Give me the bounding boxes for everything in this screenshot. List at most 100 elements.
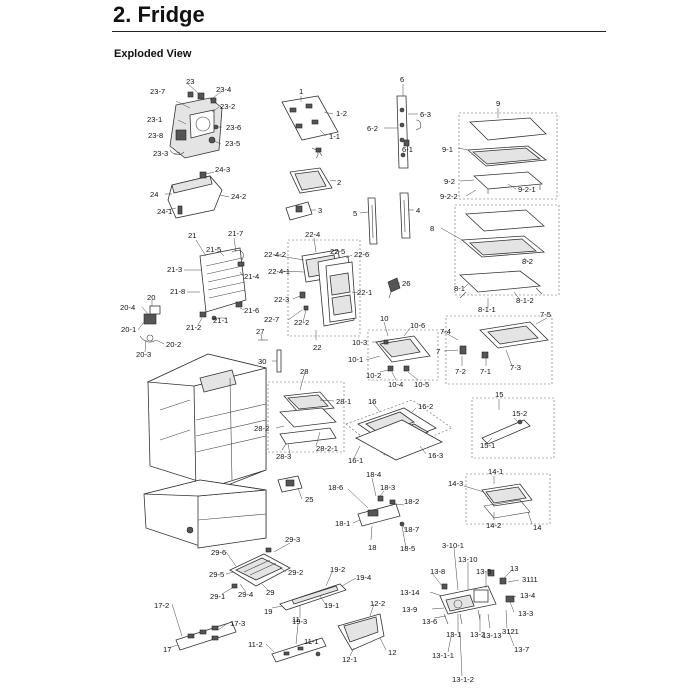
label-26: 26 [402, 279, 410, 288]
label-5: 5 [353, 209, 357, 218]
label-23-2: 23-2 [220, 102, 235, 111]
label-29-4: 29-4 [238, 590, 253, 599]
label-20: 20 [147, 293, 155, 302]
label-12: 12 [388, 648, 396, 657]
part-group-7 [445, 315, 553, 385]
label-4: 4 [416, 206, 420, 215]
label-22: 22 [313, 343, 321, 352]
label-27: 27 [256, 327, 264, 336]
label-23-1: 23-1 [147, 115, 162, 124]
leader-lines [137, 83, 548, 677]
part-group-8 [454, 204, 560, 299]
part-group-22 [287, 239, 361, 337]
title-rule [112, 31, 606, 32]
label-13-8: 13-8 [430, 567, 445, 576]
part-group-19 [279, 583, 347, 611]
part-group-29 [229, 547, 291, 589]
part-26 [387, 277, 401, 299]
part-group-17 [175, 621, 237, 651]
label-6-2: 6-2 [367, 124, 378, 133]
label-15-2: 15-2 [512, 409, 527, 418]
label-17: 17 [163, 645, 171, 654]
label-21-4: 21-4 [244, 272, 259, 281]
label-22-7: 22-7 [264, 315, 279, 324]
label-19-2: 19-2 [330, 565, 345, 574]
label-13-10: 13-10 [458, 555, 477, 564]
label-1-1: 1-1 [329, 132, 340, 141]
label-21-8: 21-8 [170, 287, 185, 296]
label-28-2: 28-2 [254, 424, 269, 433]
label-18-7: 18-7 [404, 525, 419, 534]
label-18-4: 18-4 [366, 470, 381, 479]
label-13-6: 13-6 [422, 617, 437, 626]
part-group-21 [199, 247, 247, 321]
label-18: 18 [368, 543, 376, 552]
fridge-cabinet [143, 353, 267, 549]
label-28-2-1: 28-2-1 [316, 444, 338, 453]
label-19-3: 19-3 [292, 617, 307, 626]
label-14: 14 [533, 523, 541, 532]
label-20-4: 20-4 [120, 303, 135, 312]
label-9-1: 9-1 [442, 145, 453, 154]
label-29-6: 29-6 [211, 548, 226, 557]
label-25: 25 [305, 495, 313, 504]
label-8-1: 8-1 [454, 284, 465, 293]
part-group-23 [169, 91, 223, 159]
label-22-3: 22-3 [274, 295, 289, 304]
part-group-20 [139, 305, 161, 343]
label-8: 8 [430, 224, 434, 233]
label-15-1: 15-1 [480, 441, 495, 450]
label-14-3: 14-3 [448, 479, 463, 488]
label-22-4-2: 22-4-2 [264, 250, 286, 259]
label-19-1: 19-1 [324, 601, 339, 610]
label-22-4: 22-4 [305, 230, 320, 239]
label-23-3: 23-3 [153, 149, 168, 158]
part-4 [399, 192, 411, 239]
label-14-1: 14-1 [488, 467, 503, 476]
label-22-6: 22-6 [354, 250, 369, 259]
label-13-3: 13-3 [518, 609, 533, 618]
label-23-5: 23-5 [225, 139, 240, 148]
label-24-2: 24-2 [231, 192, 246, 201]
label-24: 24 [150, 190, 158, 199]
label-9-2-1: 9-2-1 [518, 185, 536, 194]
label-8-1-2: 8-1-2 [516, 296, 534, 305]
label-24-1: 24-1 [157, 207, 172, 216]
label-23-8: 23-8 [148, 131, 163, 140]
label-8-1-1: 8-1-1 [478, 305, 496, 314]
label-10-1: 10-1 [348, 355, 363, 364]
label-23-6: 23-6 [226, 123, 241, 132]
label-24-3: 24-3 [215, 165, 230, 174]
label-8-2: 8-2 [522, 257, 533, 266]
label-16: 16 [368, 397, 376, 406]
part-group-13 [439, 569, 515, 625]
label-7-5: 7-5 [540, 310, 551, 319]
part-group-9 [458, 112, 558, 200]
part-group-28 [267, 381, 345, 453]
label-7-4: 7-4 [440, 327, 451, 336]
label-21-3: 21-3 [167, 265, 182, 274]
part-group-18 [357, 495, 405, 527]
label-11-2: 11-2 [248, 640, 263, 649]
label-7-3: 7-3 [510, 363, 521, 372]
label-7-1: 7-1 [480, 367, 491, 376]
label-29-5: 29-5 [209, 570, 224, 579]
label-21-2: 21-2 [186, 323, 201, 332]
label-22-5: 22-5 [330, 247, 345, 256]
label-22-1: 22-1 [357, 288, 372, 297]
label-3: 3 [318, 206, 322, 215]
label-21: 21 [188, 231, 196, 240]
label-6: 6 [400, 75, 404, 84]
label-3121: 3121 [502, 627, 519, 636]
part-30 [276, 349, 282, 373]
label-1: 1 [299, 87, 303, 96]
label-7-2: 7-2 [455, 367, 466, 376]
label-17-2: 17-2 [154, 601, 169, 610]
label-21-5: 21-5 [206, 245, 221, 254]
label-7: 7 [436, 347, 440, 356]
part-group-15 [471, 397, 555, 459]
label-16-1: 16-1 [348, 456, 363, 465]
label-13-2: 13-2 [470, 630, 485, 639]
label-13-1-2: 13-1-2 [452, 675, 474, 684]
